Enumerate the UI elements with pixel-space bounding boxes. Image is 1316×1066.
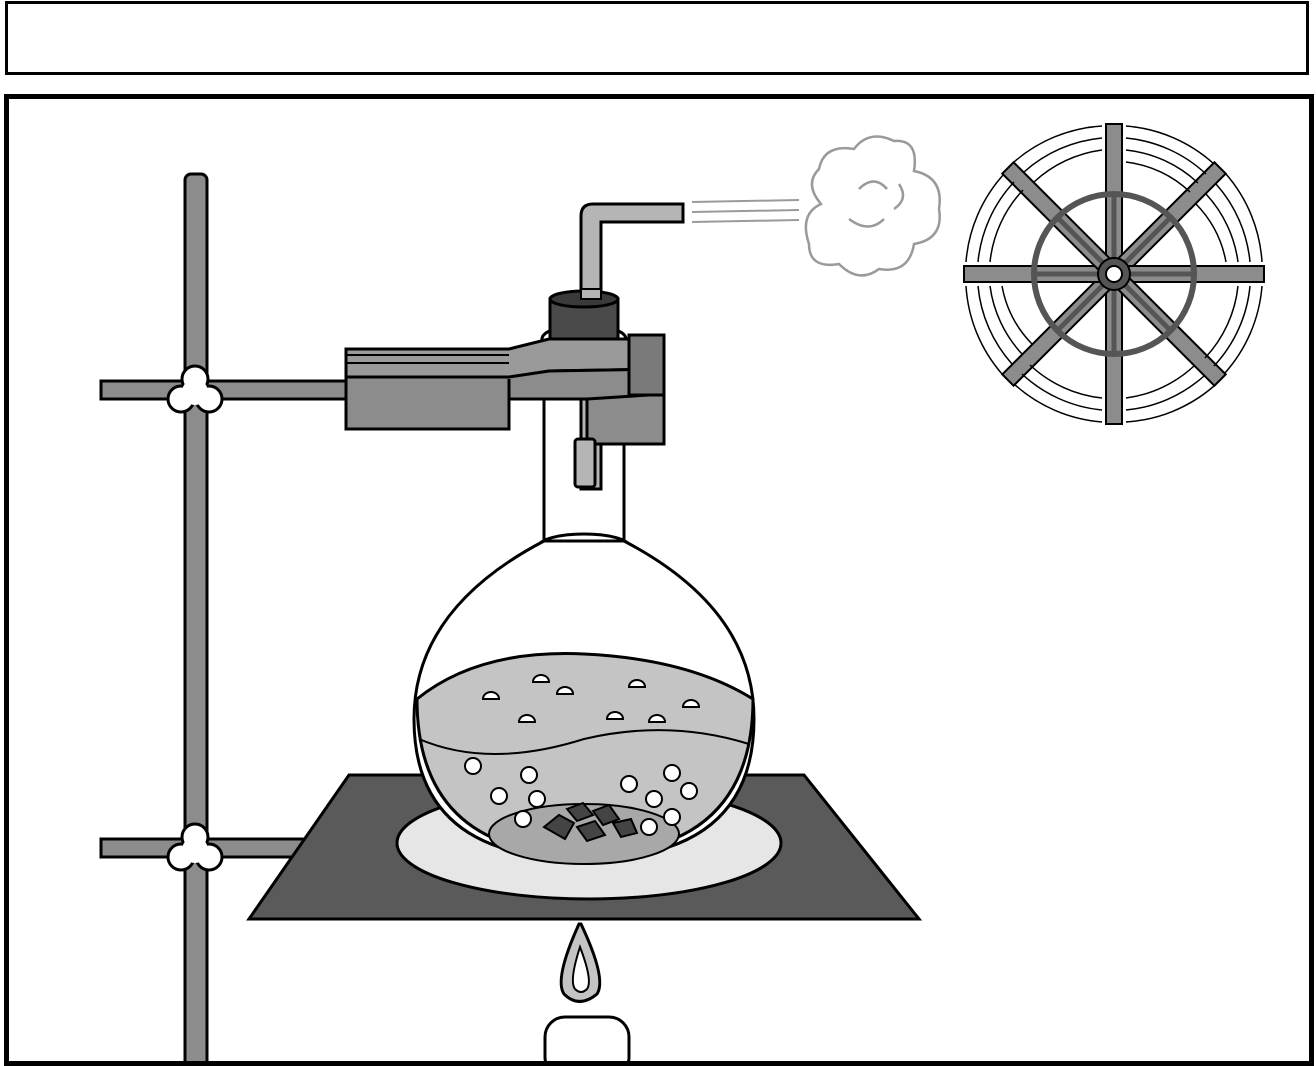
- clamp: [344, 333, 666, 446]
- bunsen-burner-flame: [543, 922, 631, 1061]
- lower-boss-head: [166, 822, 224, 872]
- steam-jet: [691, 199, 800, 223]
- boiling-chips: [542, 801, 639, 843]
- retort-stand: [99, 172, 353, 1061]
- delivery-tube-inner: [573, 437, 597, 489]
- upper-boss-head: [166, 364, 224, 414]
- motion-arcs: [965, 125, 1263, 423]
- paddle-wheel: [963, 123, 1265, 425]
- scene-frame: [4, 94, 1314, 1066]
- bubbles: [464, 674, 701, 836]
- burner-barrel: [543, 1015, 631, 1061]
- upper-boss-arm: [99, 379, 353, 401]
- caption-box: [5, 1, 1309, 75]
- steam-cloud: [804, 135, 941, 277]
- stand-rod: [183, 172, 209, 1061]
- apparatus-illustration: [99, 123, 1265, 1061]
